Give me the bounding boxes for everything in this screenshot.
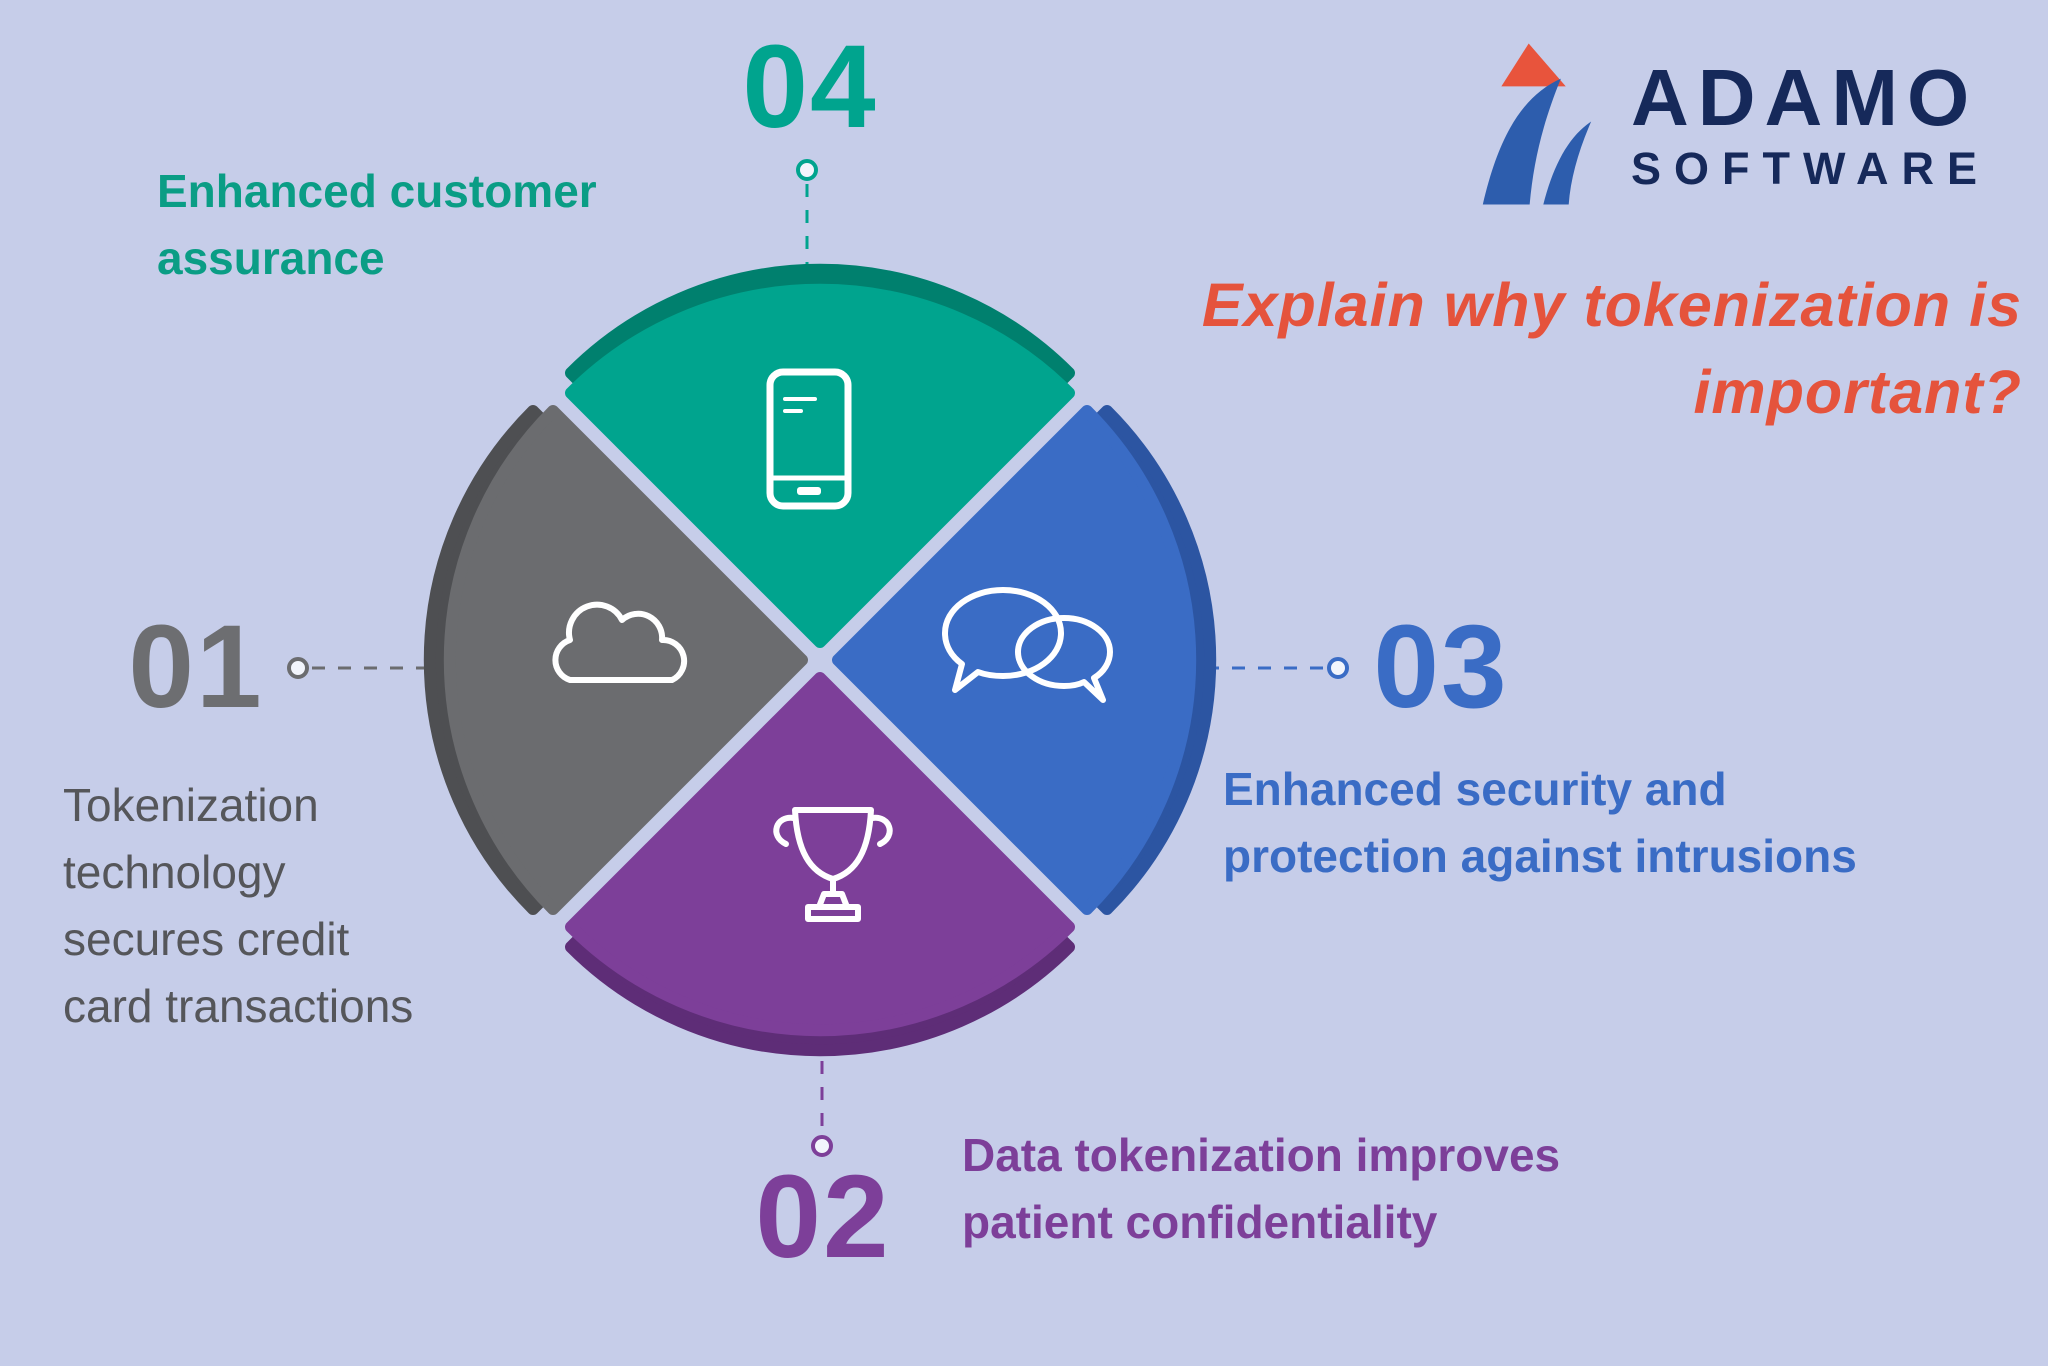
connector-02 (811, 1035, 833, 1157)
headline-line-2: important? (1693, 357, 2022, 426)
headline-line-1: Explain why tokenization is (1201, 271, 2022, 339)
step-03-number: 03 (1373, 601, 1509, 733)
quadrant-03-wedge (832, 405, 1197, 915)
quadrant-01-wedge (443, 405, 808, 915)
step-01-number: 01 (128, 601, 264, 733)
step-04-caption: Enhanced customer assurance (157, 165, 597, 285)
quadrant-02-wedge (565, 672, 1075, 1037)
logo-brand-sub: SOFTWARE (1631, 143, 1990, 194)
headline: Explain why tokenization is important? (1202, 262, 2022, 435)
logo-mark-icon (1482, 43, 1592, 205)
step-01-caption: Tokenization technology secures credit c… (63, 779, 414, 1033)
quadrant-01 (423, 405, 808, 915)
quadrant-02 (565, 672, 1075, 1057)
logo-text: ADAMO SOFTWARE (1631, 53, 1990, 194)
step-04-number: 04 (742, 21, 878, 153)
quadrant-04-wedge (565, 283, 1075, 648)
step-03-caption: Enhanced security and protection against… (1223, 763, 1857, 883)
logo: ADAMO SOFTWARE (1475, 42, 1990, 206)
logo-brand-name: ADAMO (1631, 53, 1979, 142)
step-02-caption: Data tokenization improves patient confi… (962, 1129, 1561, 1249)
quadrant-04 (565, 263, 1075, 648)
speech-bubbles-icon (942, 587, 1113, 703)
trophy-icon (773, 807, 893, 922)
connector-04-dot (796, 159, 818, 181)
connector-04 (796, 159, 818, 295)
connector-03 (1180, 657, 1349, 679)
smartphone-icon (766, 368, 852, 510)
connector-01-dot (287, 657, 309, 679)
quadrant-03 (832, 405, 1217, 915)
cloud-icon (552, 601, 688, 683)
connector-01 (287, 657, 465, 679)
connector-02-dot (811, 1135, 833, 1157)
step-02-number: 02 (755, 1151, 891, 1283)
connector-03-dot (1327, 657, 1349, 679)
